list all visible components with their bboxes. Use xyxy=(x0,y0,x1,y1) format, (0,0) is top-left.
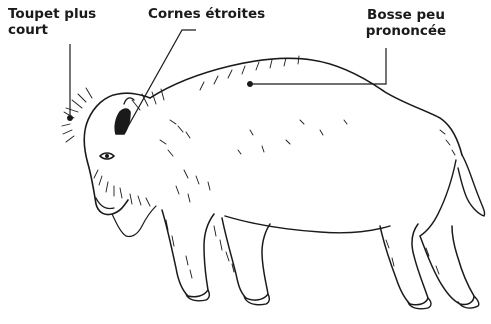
label-bosse-line2: prononcée xyxy=(350,23,462,39)
label-toupet-line2: court xyxy=(8,22,96,38)
label-bosse-line1: Bosse peu xyxy=(350,7,462,23)
label-cornes-line1: Cornes étroites xyxy=(148,6,265,22)
bison-pupil xyxy=(105,154,109,158)
label-cornes: Cornes étroites xyxy=(148,6,265,22)
bison-belly-outline xyxy=(225,216,390,233)
label-bosse: Bosse peu prononcée xyxy=(350,7,462,39)
hind-leg-right xyxy=(420,226,474,305)
front-leg-left xyxy=(162,210,214,297)
hind-hoof-right xyxy=(458,296,479,308)
bison-tail xyxy=(458,155,485,216)
bison-head-outline xyxy=(84,93,150,214)
bison-muzzle xyxy=(96,198,114,209)
fur-strokes xyxy=(62,56,455,278)
horn-icon xyxy=(115,109,130,134)
leader-dot-toupet xyxy=(67,115,73,121)
label-toupet: Toupet plus court xyxy=(8,6,96,38)
bison-rump xyxy=(420,160,456,236)
bison-back-outline xyxy=(150,58,462,155)
leader-dot-bosse xyxy=(247,81,253,87)
label-toupet-line1: Toupet plus xyxy=(8,6,96,22)
front-leg-right xyxy=(222,218,270,300)
